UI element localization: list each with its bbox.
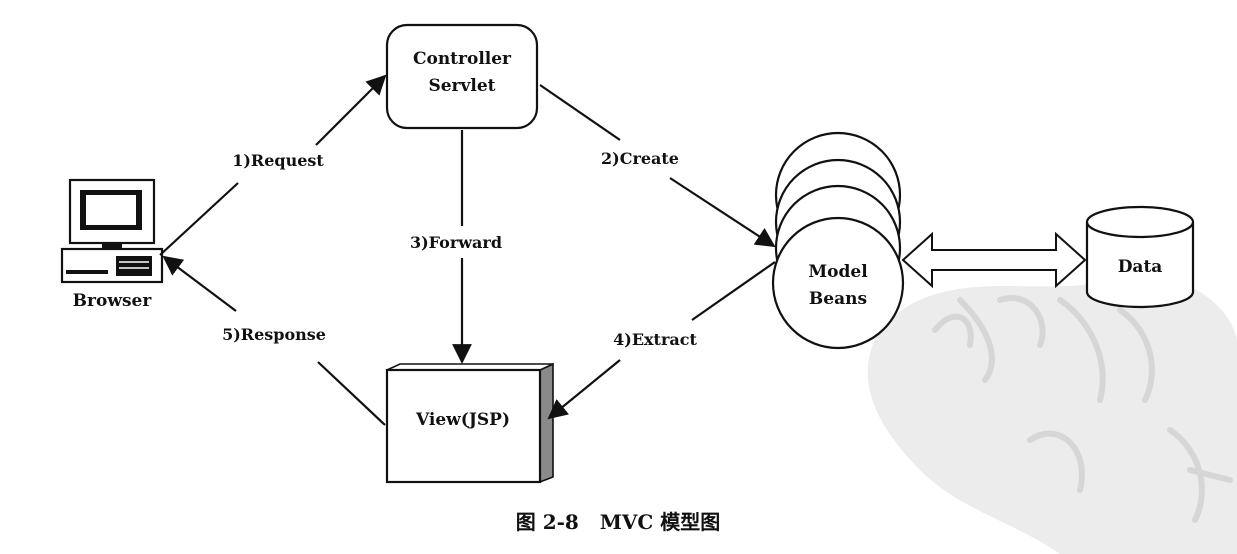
view-jsp-node: View(JSP) — [385, 362, 554, 484]
controller-servlet-node: Controller Servlet — [385, 23, 539, 130]
response-arrow-upper — [162, 255, 237, 312]
controller-label-line1: Controller — [413, 49, 512, 69]
forward-label: 3)Forward — [410, 233, 502, 252]
extract-label: 4)Extract — [613, 330, 697, 349]
create-arrow-lower — [669, 177, 776, 248]
browser-label: Browser — [73, 291, 153, 311]
browser-computer-icon: Browser — [60, 178, 164, 311]
model-beans-node: Model Beans — [771, 131, 905, 350]
model-data-double-arrow — [901, 231, 1087, 289]
edge-forward: 3)Forward — [410, 130, 502, 364]
edge-extract: 4)Extract — [547, 261, 776, 420]
edge-response: 5)Response — [162, 255, 386, 426]
view-label: View(JSP) — [415, 410, 510, 430]
response-line-lower — [317, 361, 386, 426]
model-label-line2: Beans — [809, 289, 867, 309]
edge-create: 2)Create — [539, 84, 776, 248]
create-label: 2)Create — [601, 149, 679, 168]
figure-caption: 图 2-8 MVC 模型图 — [516, 510, 721, 534]
watermark-seal — [867, 275, 1237, 554]
create-line-upper — [539, 84, 621, 141]
model-label-line1: Model — [808, 262, 868, 282]
data-cylinder-node: Data — [1085, 205, 1195, 309]
response-label: 5)Response — [222, 325, 326, 344]
data-label: Data — [1118, 257, 1163, 277]
request-arrow-upper — [315, 74, 387, 146]
extract-line-upper — [691, 261, 776, 321]
request-line-lower — [159, 182, 239, 256]
edge-request: 1)Request — [159, 74, 387, 256]
request-label: 1)Request — [232, 151, 324, 170]
extract-arrow-lower — [547, 359, 621, 420]
controller-label-line2: Servlet — [428, 76, 495, 96]
